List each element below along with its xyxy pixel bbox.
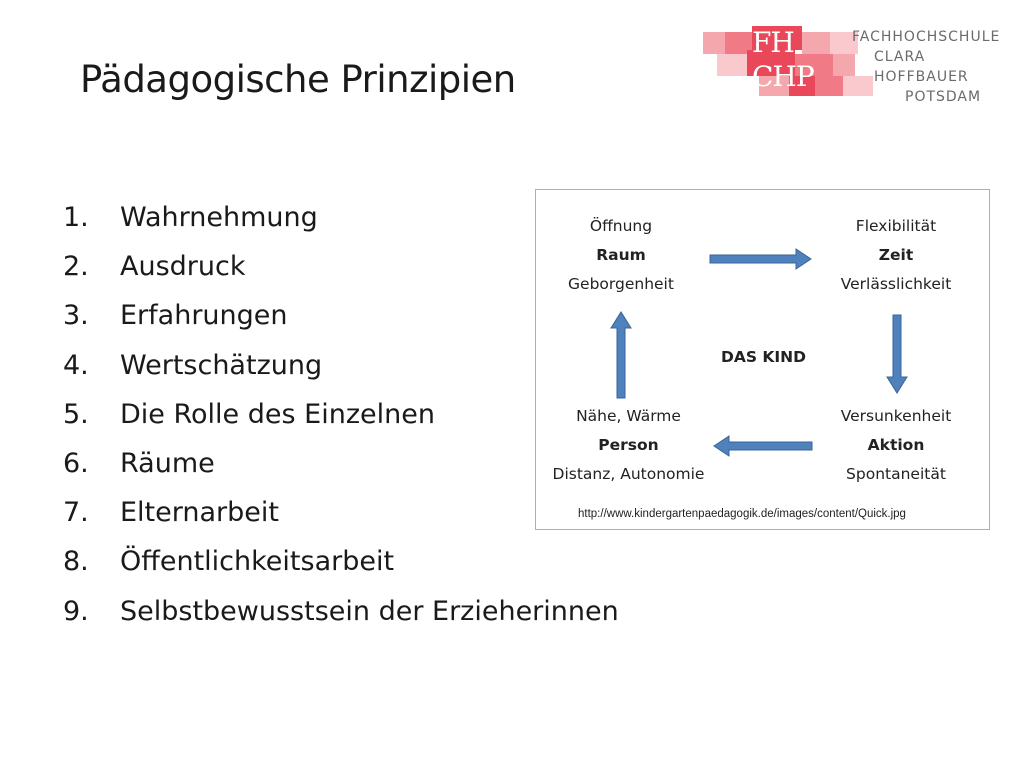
- diagram-label: Öffnung: [589, 217, 653, 235]
- list-item-number: 9.: [63, 595, 89, 627]
- diagram-top-right: Flexibilität Zeit Verlässlichkeit: [821, 212, 971, 299]
- list-item-text: Wahrnehmung: [120, 202, 318, 233]
- list-item-number: 8.: [63, 546, 89, 578]
- arrow-left-icon: [713, 435, 813, 457]
- logo-text: FACHHOCHSCHULE CLARA HOFFBAUER POTSDAM: [852, 27, 1024, 107]
- diagram-label: Spontaneität: [846, 465, 946, 483]
- list-item-number: 7.: [63, 497, 89, 529]
- list-item: 8. Öffentlichkeitsarbeit: [63, 540, 619, 589]
- diagram-bottom-left: Nähe, Wärme Person Distanz, Autonomie: [541, 402, 716, 489]
- list-item-text: Räume: [120, 447, 215, 479]
- list-item-number: 3.: [63, 300, 89, 332]
- logo-line-3: POTSDAM: [905, 89, 982, 105]
- list-item-text: Selbstbewusstsein der Erzieherinnen: [120, 595, 619, 627]
- list-item: 9. Selbstbewusstsein der Erzieherinnen: [63, 590, 619, 639]
- diagram-label: Verlässlichkeit: [840, 275, 952, 293]
- list-item: 5. Die Rolle des Einzelnen: [63, 393, 619, 442]
- list-item-text: Ausdruck: [120, 251, 246, 283]
- diagram-bottom-right: Versunkenheit Aktion Spontaneität: [821, 402, 971, 489]
- arrow-down-icon: [886, 314, 908, 394]
- logo-letters-top: FH: [752, 26, 795, 59]
- list-item-text: Die Rolle des Einzelnen: [120, 398, 435, 430]
- list-item-number: 4.: [63, 349, 89, 381]
- list-item-text: Wertschätzung: [120, 349, 323, 381]
- diagram-center-label: DAS KIND: [720, 348, 807, 366]
- source-url: http://www.kindergartenpaedagogik.de/ima…: [578, 508, 906, 520]
- diagram-keyword: Person: [598, 436, 659, 454]
- logo-monogram: FH CHP: [752, 26, 822, 98]
- principles-list: 1. Wahrnehmung 2. Ausdruck 3. Erfahrungen 4…: [63, 196, 619, 639]
- list-item: 4. Wertschätzung: [63, 344, 619, 393]
- list-item: 6. Räume: [63, 442, 619, 491]
- diagram-keyword: Zeit: [878, 246, 914, 264]
- diagram-label: Flexibilität: [855, 217, 937, 235]
- diagram-label: Nähe, Wärme: [576, 407, 681, 425]
- diagram-label: Versunkenheit: [840, 407, 952, 425]
- logo-line-2: CLARA HOFFBAUER: [874, 49, 969, 85]
- slide-title: Pädagogische Prinzipien: [80, 58, 516, 101]
- arrow-up-icon: [610, 311, 632, 399]
- list-item: 2. Ausdruck: [63, 245, 619, 294]
- logo-letters-bottom: CHP: [752, 60, 815, 93]
- list-item-text: Elternarbeit: [120, 497, 279, 529]
- list-item: 1. Wahrnehmung: [63, 196, 619, 245]
- list-item-text: Erfahrungen: [120, 300, 288, 332]
- fhchp-logo-graphic: [703, 26, 1024, 98]
- diagram-keyword: Aktion: [867, 436, 925, 454]
- logo-line-1: FACHHOCHSCHULE: [852, 29, 1001, 45]
- list-item-number: 2.: [63, 251, 89, 283]
- diagram-keyword: Raum: [596, 246, 646, 264]
- diagram-label: Geborgenheit: [568, 275, 674, 293]
- diagram-label: Distanz, Autonomie: [552, 465, 705, 483]
- list-item: 3. Erfahrungen: [63, 294, 619, 343]
- list-item-number: 6.: [63, 447, 89, 479]
- arrow-right-icon: [709, 248, 812, 270]
- list-item: 7. Elternarbeit: [63, 491, 619, 540]
- child-cycle-diagram: Öffnung Raum Geborgenheit Flexibilität Z…: [535, 189, 990, 530]
- list-item-number: 5.: [63, 398, 89, 430]
- list-item-text: Öffentlichkeitsarbeit: [120, 546, 395, 578]
- diagram-top-left: Öffnung Raum Geborgenheit: [551, 212, 691, 299]
- list-item-number: 1.: [63, 202, 89, 233]
